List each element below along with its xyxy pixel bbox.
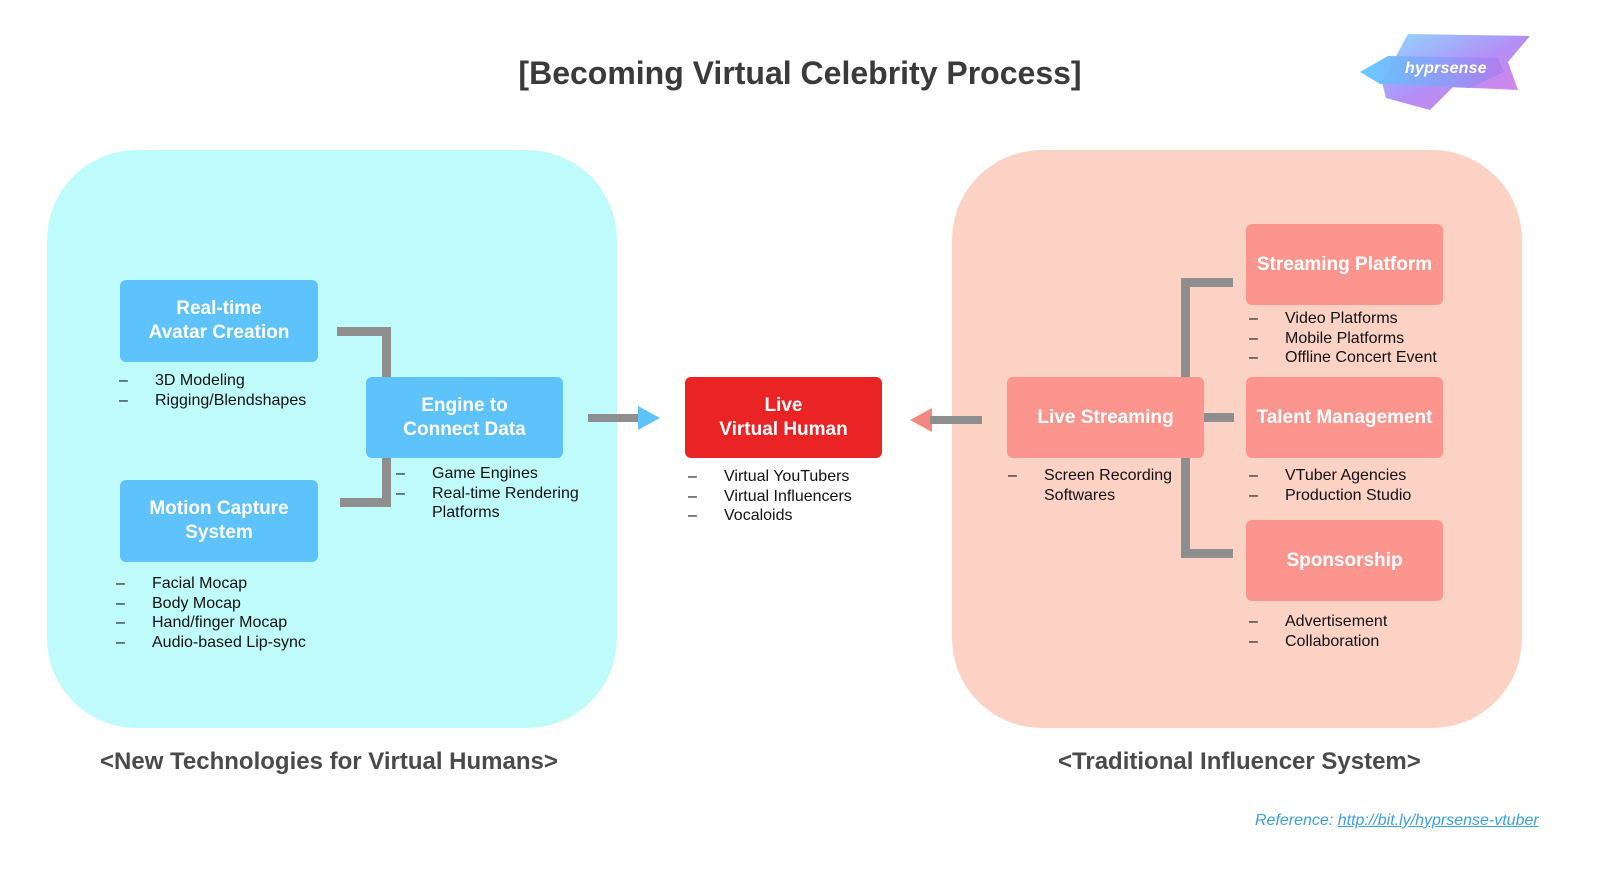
engine-list: Game Engines Real-time Rendering Platfor… [396,464,579,523]
list-item: Real-time Rendering [396,484,579,504]
sponsorship-list: Advertisement Collaboration [1249,612,1387,651]
list-item-continuation: Platforms [432,504,500,521]
list-item: 3D Modeling [119,371,306,391]
connector [337,327,391,336]
list-item: Facial Mocap [116,574,306,594]
streaming-platform-label: Streaming Platform [1256,253,1433,275]
arrow-right-icon [588,406,660,430]
hyprsense-logo [1360,34,1530,110]
talent-management-list: VTuber Agencies Production Studio [1249,466,1411,505]
avatar-creation-label: Real-time Avatar Creation [148,298,290,343]
reference-link[interactable]: http://bit.ly/hyprsense-vtuber [1337,812,1539,829]
list-item: Game Engines [396,464,579,484]
streaming-platform-list: Video Platforms Mobile Platforms Offline… [1249,309,1437,368]
talent-management-node: Talent Management [1246,377,1443,458]
sponsorship-label: Sponsorship [1286,549,1403,571]
live-virtual-human-node: Live Virtual Human [685,377,882,458]
list-item: Vocaloids [688,506,852,526]
list-item-continuation: Softwares [1044,486,1116,504]
reference-note: Reference: http://bit.ly/hyprsense-vtube… [1255,812,1539,830]
streaming-platform-node: Streaming Platform [1246,224,1443,305]
left-panel-caption: <New Technologies for Virtual Humans> [100,748,558,775]
avatar-creation-node: Real-time Avatar Creation [120,280,318,362]
list-item: Virtual Influencers [688,487,852,507]
connector [1181,549,1233,558]
list-item: Advertisement [1249,612,1387,632]
live-streaming-label: Live Streaming [1037,406,1174,428]
engine-node: Engine to Connect Data [366,377,563,458]
list-item: Audio-based Lip-sync [116,633,306,653]
talent-management-label: Talent Management [1256,406,1433,428]
live-streaming-list: Screen Recording Softwares [1008,466,1172,505]
live-streaming-node: Live Streaming [1007,377,1204,458]
list-item: VTuber Agencies [1249,466,1411,486]
connector [340,498,391,507]
list-item: Offline Concert Event [1249,348,1437,368]
logo-text: hyprsense [1405,60,1487,77]
motion-capture-node: Motion Capture System [120,480,318,562]
right-panel-caption: <Traditional Influencer System> [1058,748,1421,775]
motion-capture-list: Facial Mocap Body Mocap Hand/finger Moca… [116,574,306,652]
list-item: Hand/finger Mocap [116,613,306,633]
list-item: Mobile Platforms [1249,329,1437,349]
list-item: Collaboration [1249,632,1387,652]
arrow-left-icon [910,408,982,432]
list-item: Video Platforms [1249,309,1437,329]
sponsorship-node: Sponsorship [1246,520,1443,601]
list-item: Rigging/Blendshapes [119,391,306,411]
list-item: Virtual YouTubers [688,467,852,487]
connector [1181,278,1233,287]
list-item: Body Mocap [116,594,306,614]
live-virtual-human-list: Virtual YouTubers Virtual Influencers Vo… [688,467,852,526]
live-virtual-human-label: Live Virtual Human [719,394,848,440]
diagram-title: [Becoming Virtual Celebrity Process] [518,55,1082,91]
reference-prefix: Reference: [1255,812,1338,829]
avatar-creation-list: 3D Modeling Rigging/Blendshapes [119,371,306,410]
list-item: Production Studio [1249,486,1411,506]
engine-label: Engine to Connect Data [403,394,526,440]
connector [1204,413,1234,422]
list-item: Screen Recording [1008,466,1172,486]
motion-capture-label: Motion Capture System [149,498,289,543]
